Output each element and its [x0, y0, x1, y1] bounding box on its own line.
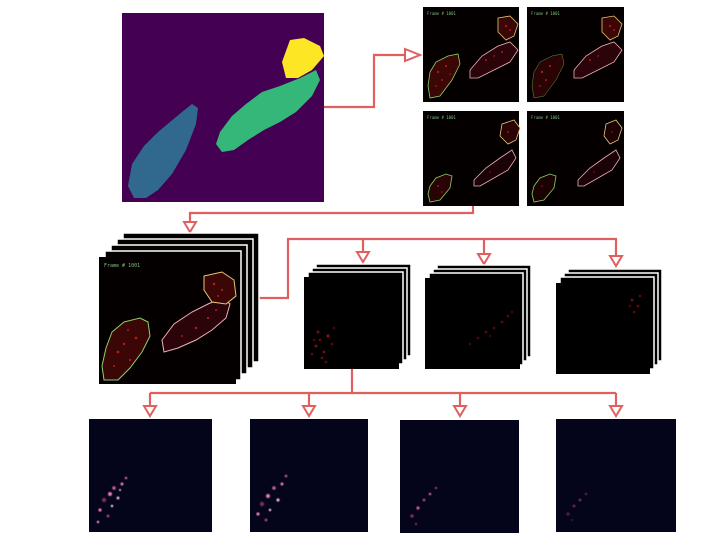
overlay-frame-3: [423, 111, 521, 206]
heatmap-1: [89, 419, 212, 532]
arrow-stack-to-cells: [259, 237, 618, 300]
arrowhead-cell-3: [608, 255, 624, 268]
mask-region-green: [216, 70, 320, 152]
segmentation-mask: [122, 13, 324, 202]
frame-label-3: Frame # 1001: [427, 115, 456, 120]
arrowhead-heat-1: [142, 405, 158, 418]
arrow-cells-to-heatmaps: [148, 368, 618, 410]
mask-region-yellow: [282, 38, 324, 78]
arrowhead-cell-2: [476, 253, 492, 266]
mask-region-blue: [128, 104, 198, 198]
heatmap-3: [400, 420, 519, 533]
frame-label-stack: Frame # 1001: [104, 263, 141, 269]
arrow-frames-to-stack: [188, 206, 475, 228]
arrowheads: [142, 47, 624, 418]
cell-stack-2: [425, 264, 532, 369]
arrowhead-heat-2: [301, 405, 317, 418]
arrow-mask-to-frames: [324, 53, 420, 109]
arrowhead-cell-1: [355, 251, 371, 264]
arrowhead-stack: [182, 221, 198, 234]
frame-label-4: Frame # 1001: [531, 115, 560, 120]
cell-stack-1: [304, 263, 412, 369]
cell-stack-3: [556, 268, 663, 374]
overlay-frame-2: [527, 7, 624, 102]
frame-label-2: Frame # 1001: [531, 11, 560, 16]
arrowhead-heat-4: [608, 405, 624, 418]
arrows: [148, 53, 618, 410]
overlay-stack: [99, 232, 260, 384]
overlay-frame-4: [527, 111, 624, 206]
heatmap-4: [556, 419, 676, 532]
heatmap-2: [250, 419, 368, 532]
frame-label-1: Frame # 1001: [427, 11, 456, 16]
overlay-frame-1: [423, 7, 519, 102]
arrowhead-frames: [404, 47, 423, 63]
arrowhead-heat-3: [452, 405, 468, 418]
